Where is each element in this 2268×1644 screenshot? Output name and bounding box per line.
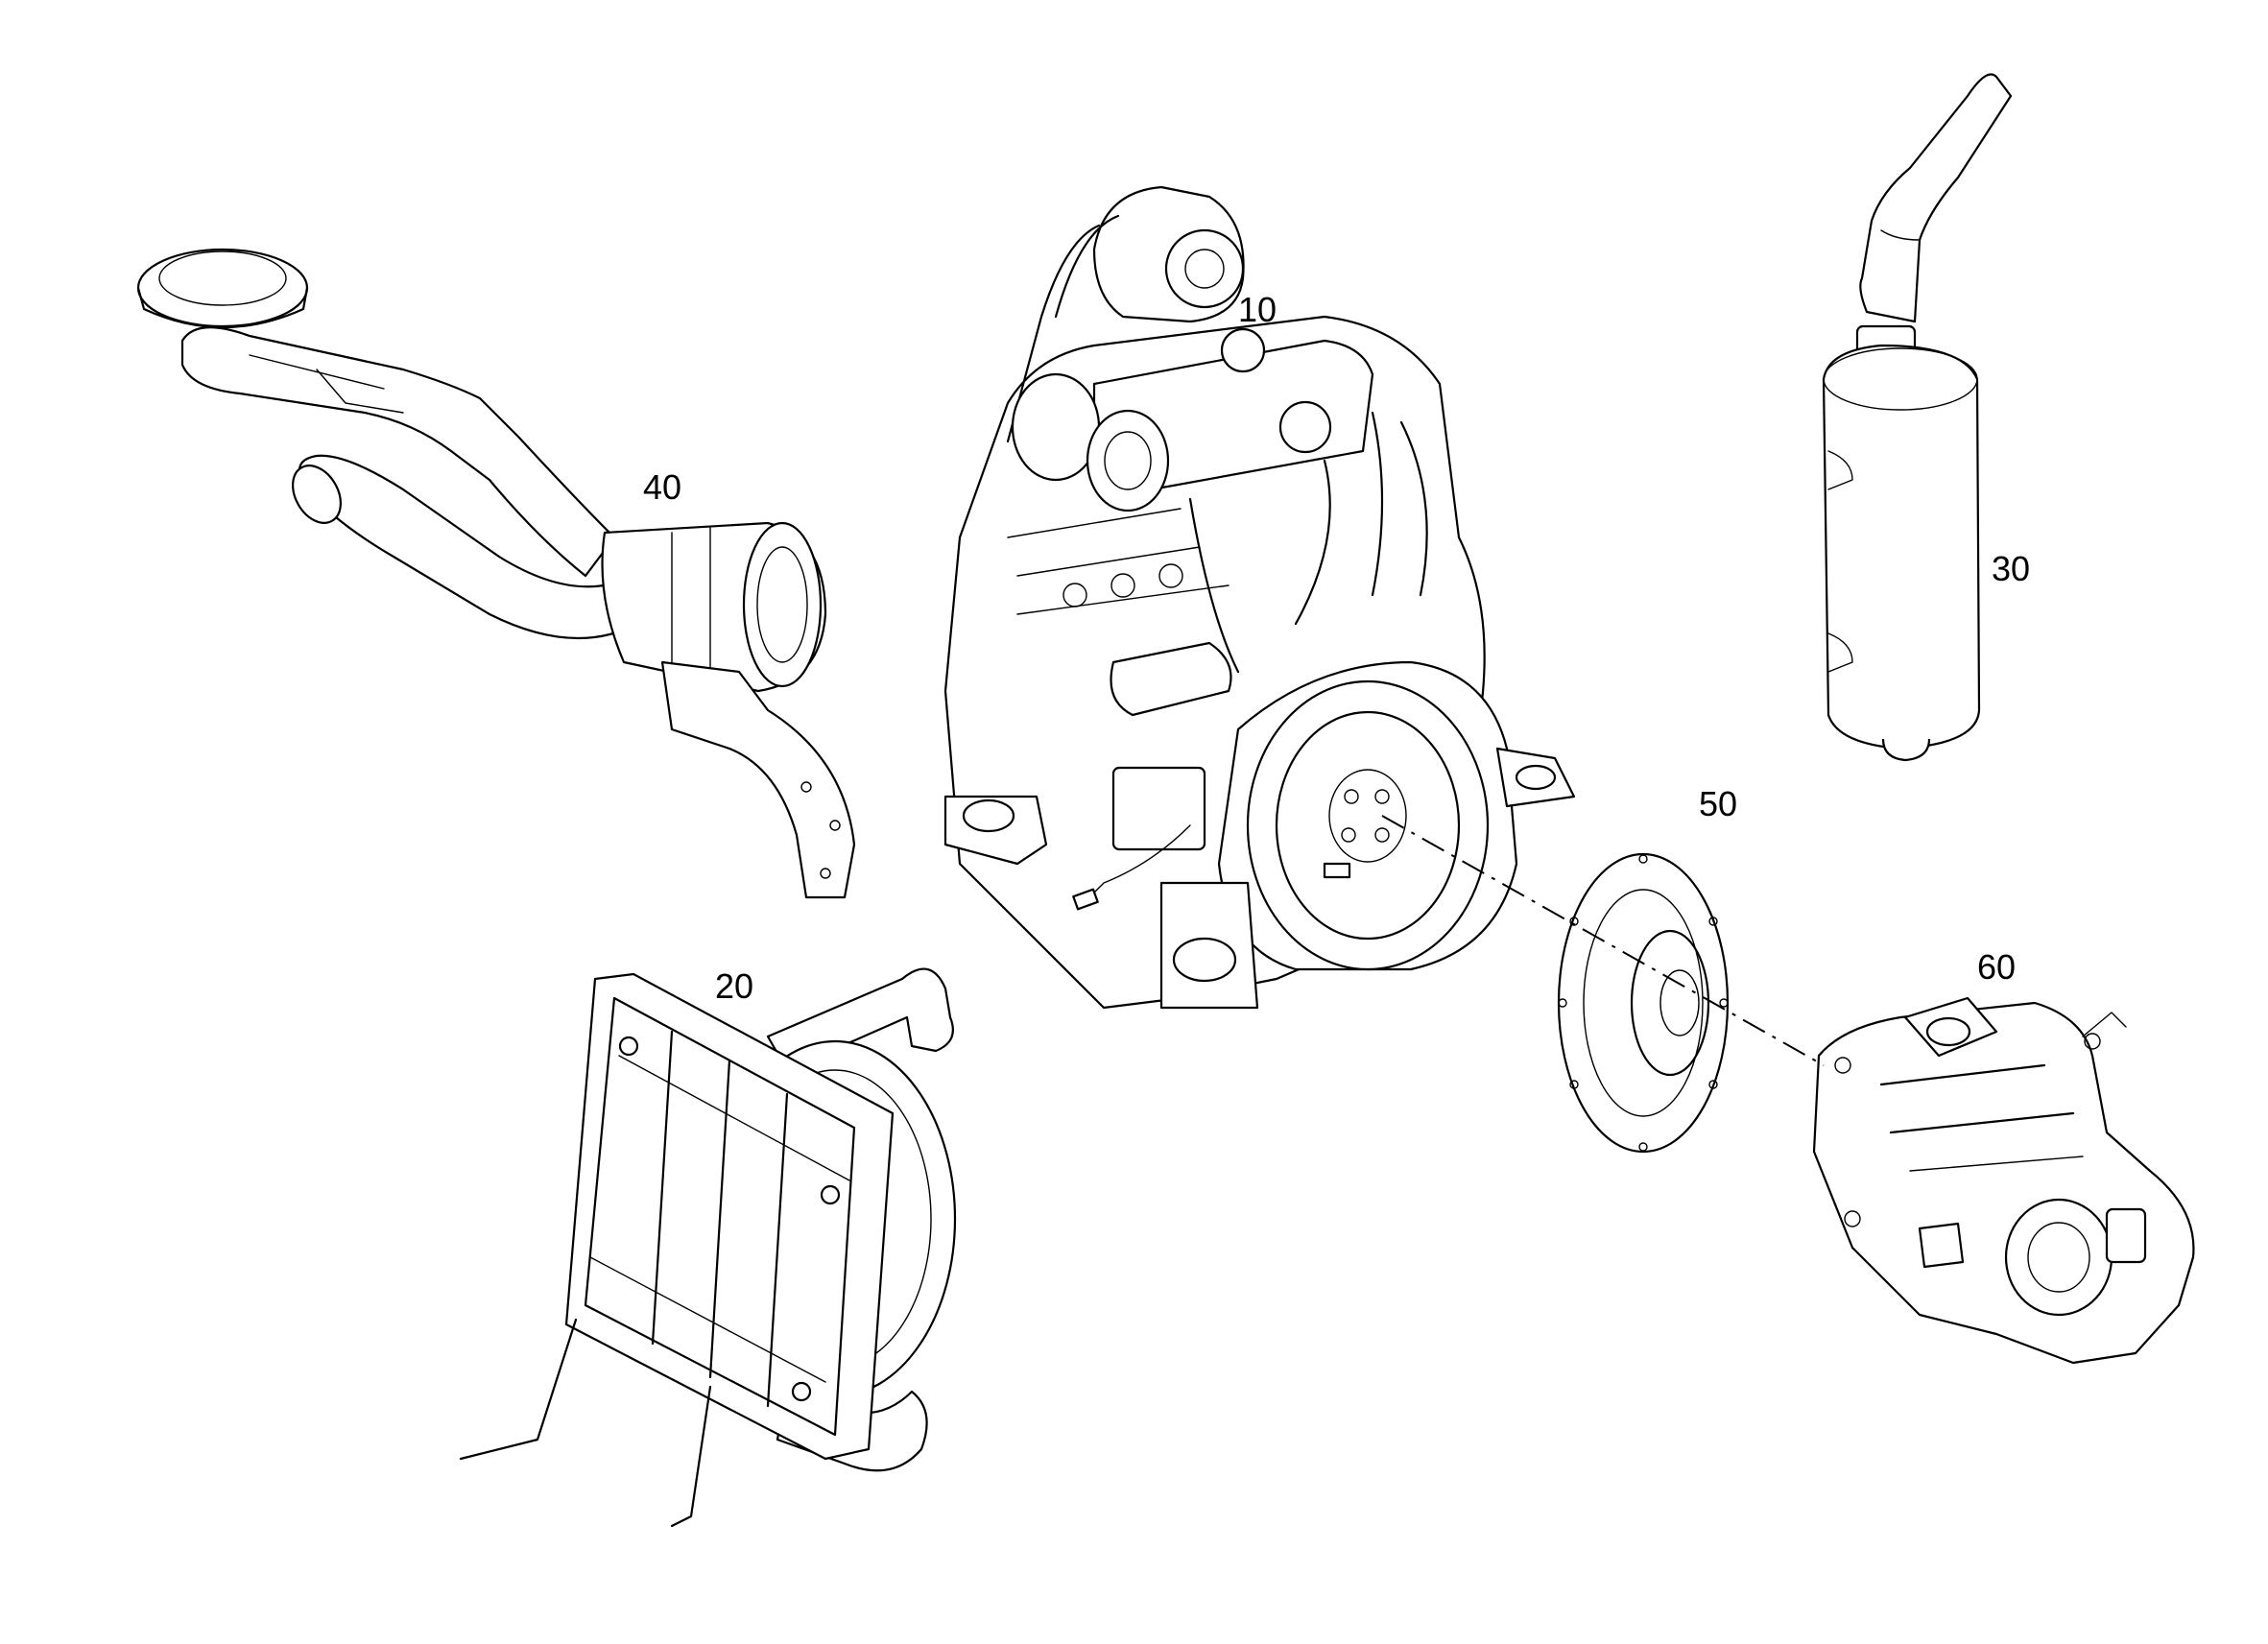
callout-air-intake: 40 xyxy=(643,467,682,507)
callout-radiator: 20 xyxy=(715,966,754,1006)
radiator-assembly xyxy=(459,967,957,1528)
air-intake-assembly xyxy=(136,248,856,899)
callout-flex-plate: 50 xyxy=(1699,784,1738,823)
hydraulic-pump-assembly xyxy=(1812,996,2195,1365)
flex-plate xyxy=(1557,852,1730,1154)
muffler-assembly xyxy=(1822,73,2013,762)
callout-muffler: 30 xyxy=(1992,549,2031,588)
assembly-axis-line xyxy=(1381,815,1825,1066)
callout-hydraulic-pump: 60 xyxy=(1977,947,2017,987)
callout-engine: 10 xyxy=(1238,290,1277,329)
engine-assembly xyxy=(943,185,1576,1010)
